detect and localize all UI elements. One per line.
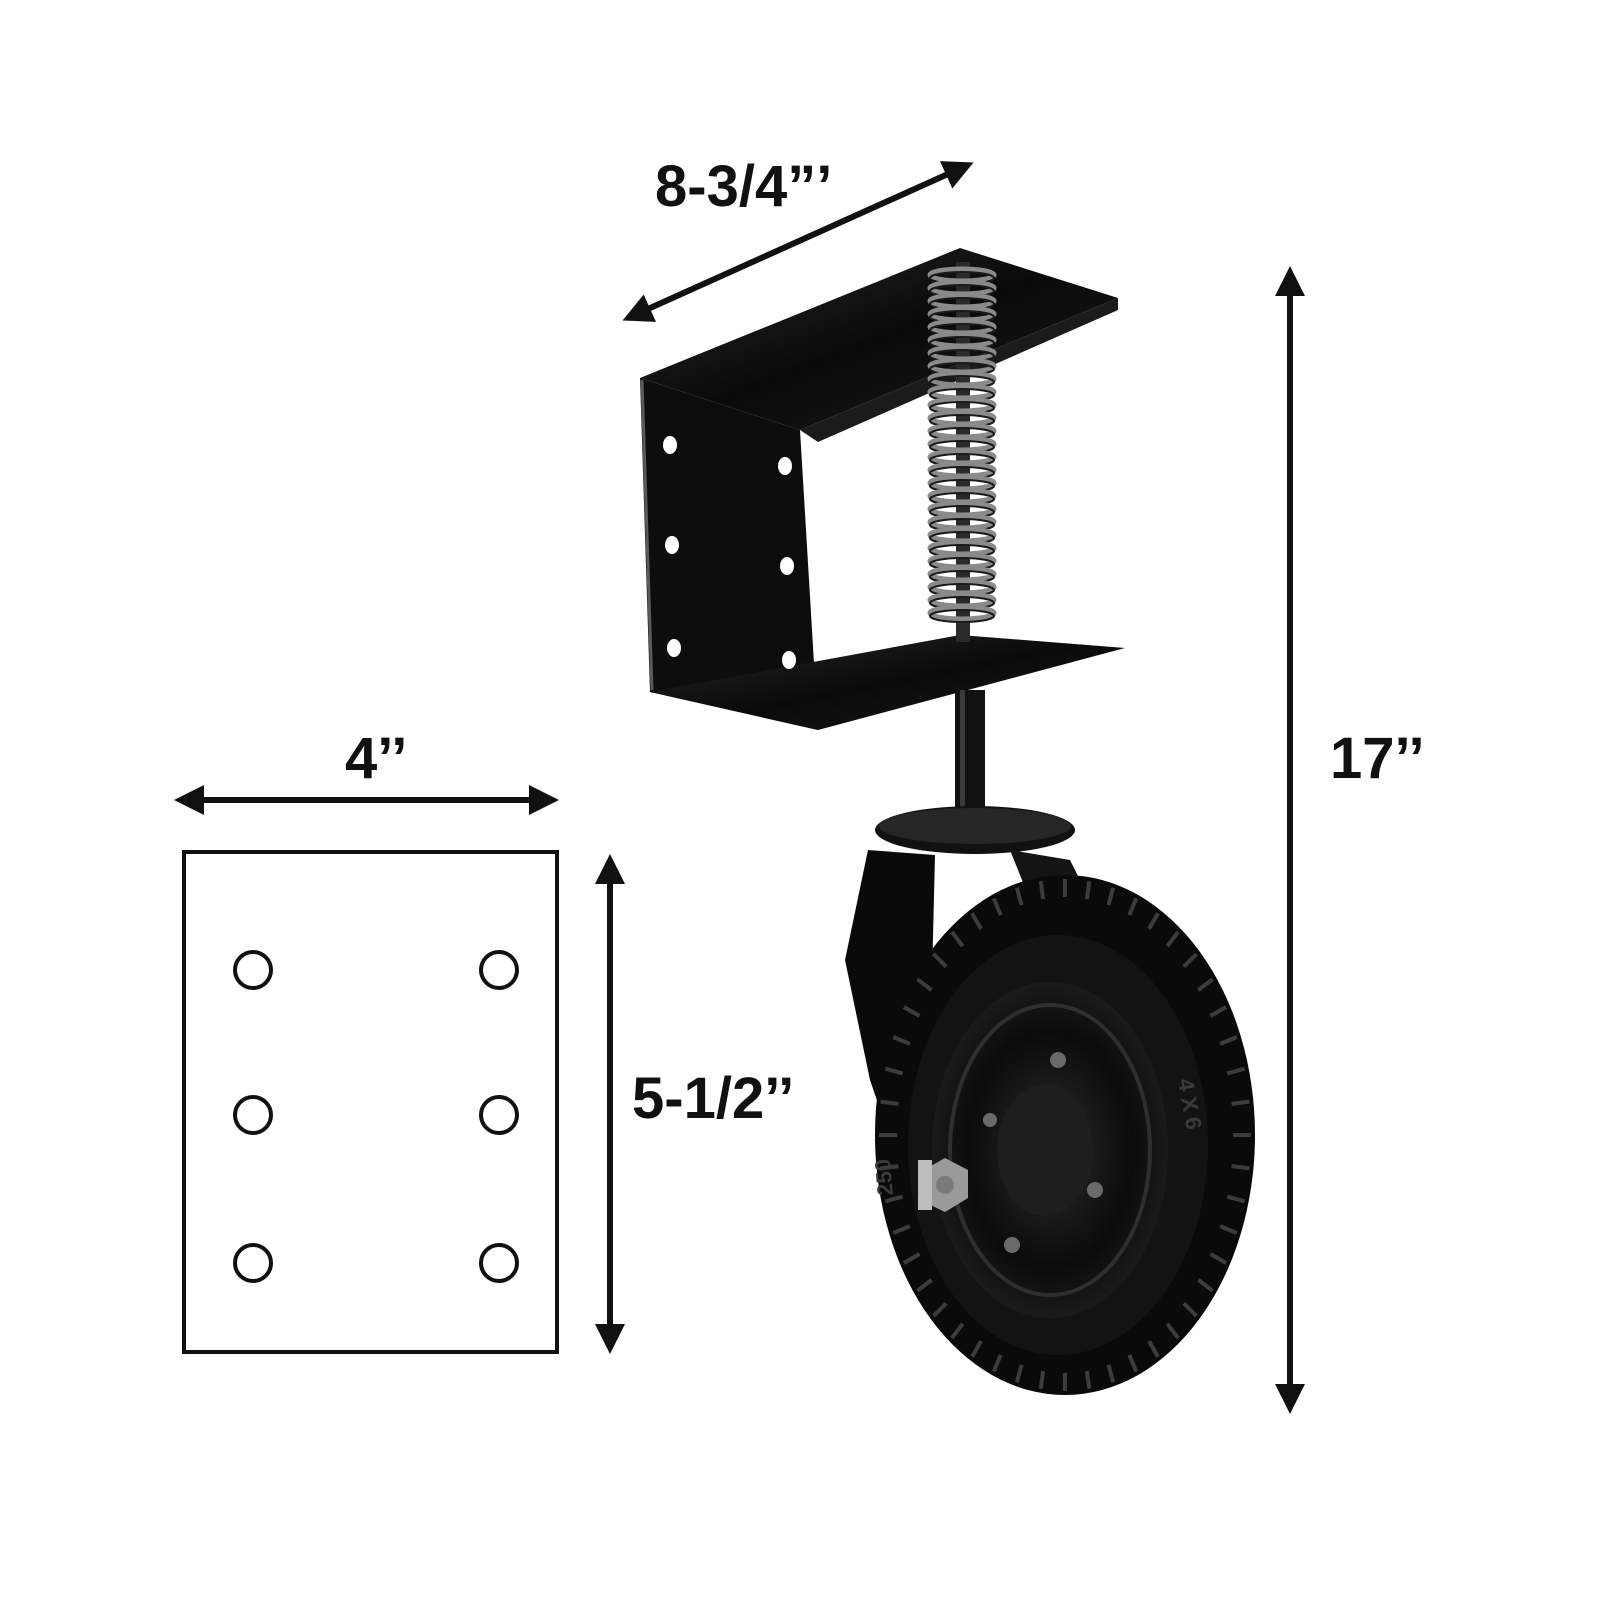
tire-tread: [1014, 887, 1024, 906]
spring-coil: [927, 604, 997, 622]
lug-bolt: [1050, 1052, 1066, 1068]
height-dimension: 17’’: [1275, 266, 1425, 1414]
width-label: 8-3/4”’: [655, 154, 832, 219]
tire-size-marking-left: 250: [870, 1158, 898, 1197]
bracket-bottom-flange: [650, 635, 1125, 730]
tire-tread: [932, 952, 948, 969]
tire-tread: [1106, 1364, 1116, 1383]
tire-tread: [1147, 912, 1160, 930]
tire-tread: [1226, 1066, 1246, 1076]
bracket-hole: [778, 457, 792, 475]
wheel: 250 4 X 6: [870, 875, 1255, 1395]
compression-spring: [927, 262, 997, 642]
wheel-rim-ring: [948, 1003, 1152, 1297]
wheel-stem: [955, 690, 985, 820]
tire-tread: [991, 1354, 1003, 1373]
tire-tread: [1231, 1099, 1250, 1106]
width-dimension: 8-3/4”’: [622, 154, 974, 322]
bracket-hole: [663, 436, 677, 454]
tire-tread: [932, 1301, 948, 1318]
plate-hole: [479, 1095, 519, 1135]
plate-hole: [233, 1095, 273, 1135]
tire-tread: [1147, 1340, 1160, 1358]
tire-tread: [1127, 1354, 1139, 1373]
spring-coil-shadow: [929, 609, 995, 623]
tire-tread: [1084, 880, 1092, 900]
axle-bolt: [918, 1158, 968, 1212]
width-arrow: [622, 161, 974, 322]
tire-tread: [892, 1224, 911, 1235]
tire-tread: [970, 1340, 983, 1358]
tire-tread: [1014, 1364, 1024, 1383]
bracket-hole: [782, 651, 796, 669]
tire-tread: [916, 1278, 933, 1293]
plate-hole: [479, 950, 519, 990]
tire-tread: [1165, 1322, 1180, 1340]
tire-tread: [1127, 897, 1139, 916]
lug-bolt: [1004, 1237, 1020, 1253]
tire-tread: [1038, 1370, 1046, 1390]
tire-tread: [1219, 1224, 1238, 1235]
bracket-hole: [667, 639, 681, 657]
gate-wheel-illustration: 250 4 X 6: [640, 248, 1255, 1395]
bracket-hole: [780, 557, 794, 575]
bracket-back-plate: [640, 378, 818, 730]
tire-tread: [880, 1164, 899, 1171]
tire-tread: [1209, 1252, 1228, 1265]
tire-tread: [1084, 1370, 1092, 1390]
mounting-plate-outline: [182, 850, 559, 1354]
plate-hole: [233, 950, 273, 990]
tire-tread: [1197, 1278, 1214, 1293]
lug-bolt: [1087, 1182, 1103, 1198]
plate-rectangle: [182, 850, 559, 1354]
tire-tread: [1182, 1301, 1198, 1318]
tire-tread: [1106, 887, 1116, 906]
tire-tread: [1219, 1035, 1238, 1046]
tire-tread: [884, 1066, 904, 1076]
tire-tread: [1226, 1194, 1246, 1204]
tire-tread: [1038, 880, 1046, 900]
tire-tread: [1182, 952, 1198, 969]
stem-highlight: [960, 690, 965, 820]
tire-tread: [1209, 1005, 1228, 1018]
plate-width-dimension: 4’’: [174, 726, 559, 815]
tire-tread: [970, 912, 983, 930]
tire-tread: [950, 930, 965, 948]
tire-tread: [991, 897, 1003, 916]
tire-tread: [950, 1322, 965, 1340]
bracket-edge-highlight: [640, 379, 654, 691]
lug-bolt: [983, 1113, 997, 1127]
wheel-hub: [997, 1084, 1093, 1216]
tire-tread: [1197, 977, 1214, 992]
plate-height-label: 5-1/2’’: [632, 1066, 794, 1131]
tire-tread: [916, 977, 933, 992]
tire-tread: [902, 1252, 921, 1265]
tire-tread: [1165, 930, 1180, 948]
tire-tread: [884, 1194, 904, 1204]
height-label: 17’’: [1330, 726, 1425, 791]
plate-hole: [233, 1243, 273, 1283]
tire-tread: [902, 1005, 921, 1018]
tire-tread: [880, 1099, 899, 1106]
plate-height-dimension: 5-1/2’’: [595, 854, 794, 1354]
bracket-hole: [665, 536, 679, 554]
plate-width-label: 4’’: [345, 726, 407, 791]
plate-hole: [479, 1243, 519, 1283]
tire-tread: [892, 1035, 911, 1046]
swivel-plate-rim: [879, 808, 1071, 844]
bracket-top-flange: [640, 248, 1118, 430]
tire-tread: [1231, 1164, 1250, 1171]
